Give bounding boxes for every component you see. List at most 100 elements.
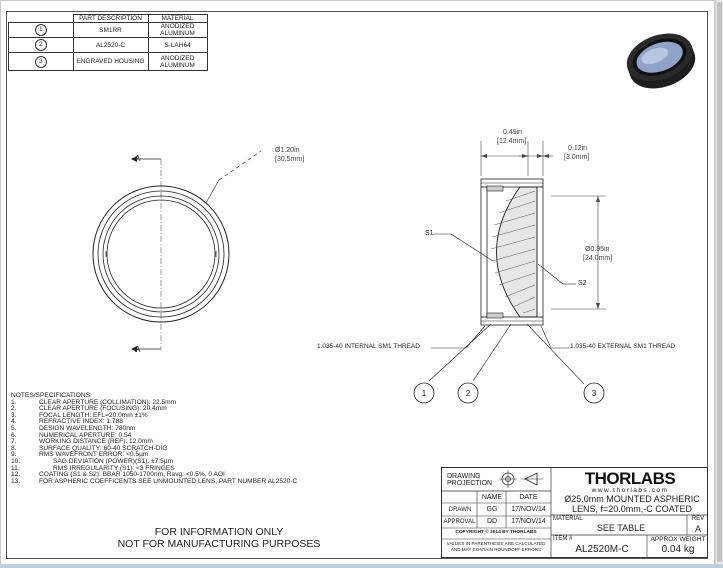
drawn-label: DRAWN [448,507,472,513]
note-number: 2. [11,405,17,413]
note-number: 7. [11,438,17,446]
note-item: 7. WORKING DISTANCE (REF): 12.0mm [11,439,297,446]
note-text: FOCAL LENGTH: EFL=20.0mm ±1% [39,411,148,419]
note-text: CLEAR APERTURE (COLLIMATION): 22.5mm [39,398,177,406]
parts-row-description: ENGRAVED HOUSING [72,52,149,71]
note-text: WORKING DISTANCE (REF): 12.0mm [39,438,153,446]
note-item: 1. CLEAR APERTURE (COLLIMATION): 22.5mm [11,398,297,407]
weight-label: APPROX WEIGHT [650,536,706,543]
balloon-2-leader [472,323,512,382]
title-block-text: DRAWING PROJECTION NAME DATE DRAWN GG 17… [441,467,709,559]
note-text: COATING (S1 & S2): BBAR 1050-1700nm, Rav… [39,471,225,479]
retaining-ring-outer [102,195,220,313]
note-item: 8.SURFACE QUALITY: 60-40 SCRATCH-DIG [11,444,297,453]
note-item: 13. FOR ASPHERIC COEFFICENTS SEE UNMOUNTE… [11,477,298,486]
parts-row-description: SM1RR [72,22,149,38]
product-render-image [626,33,696,89]
parts-header-material: MATERIAL [147,14,208,23]
parts-row-number: 1 [8,22,74,38]
note-text: RMS IRREGULARITY (S1): <3 FRINGES [53,464,175,472]
disclaimer-line-2: NOT FOR MANUFACTURING PURPOSES [117,538,321,550]
drawing-border [6,11,708,559]
retaining-ring-inner [106,199,216,309]
balloon-2 [457,382,479,404]
material-label: MATERIAL [553,516,583,522]
note-item: 11. RMS IRREGULARITY (S1): <3 FRINGES [11,464,297,473]
weight-value: 0.04 kg [661,544,695,555]
note-item: 2. CLEAR APERTURE (FOCUSING): 20.4mm [11,406,297,413]
note-number: 8. [11,444,17,452]
scrollbar-thumb[interactable] [717,2,722,562]
front-view: A A [92,150,262,354]
balloon-3 [583,382,605,404]
outer-ring [92,185,230,323]
balloon-1 [413,382,435,404]
approval-label: APPROVAL [443,519,476,525]
section-label-top: A [135,154,141,163]
company-url: www.thorlabs.com [591,487,669,494]
balloon-3-label: 3 [592,389,597,398]
parts-row-material: ANODIZED ALUMINUM [147,52,208,71]
vertical-scrollbar[interactable] [715,0,723,568]
note-number: 11. [11,464,20,472]
note-number: 12. [11,471,21,479]
internal-thread-callout: 1.035-40 INTERNAL SM1 THREAD [317,343,420,350]
external-thread-callout: 1.035-40 EXTERNAL SM1 THREAD [570,343,676,350]
balloon-3-leader [526,323,585,385]
balloon-1-leader [428,323,492,382]
values-note: VALUES IN PARENTHESIS ARE CALCULATED AND… [446,541,546,552]
balloon-1-label: 1 [422,389,427,398]
parts-row-material: S-LAH64 [147,37,208,53]
parts-table: PART DESCRIPTION MATERIAL 1 SM1RR ANODIZ… [8,14,208,71]
rev-label: REV [691,516,705,522]
note-number: 13. [11,477,21,485]
note-text: RMS WAVEFRONT ERROR: <0.5µm [39,451,149,459]
note-item: 4.REFRACTIVE INDEX: 1.788 [11,419,297,426]
notes-heading: NOTES/SPECIFICATIONS: [11,392,92,399]
parts-row-description: AL2520-C [72,37,149,53]
drawing-projection-label: DRAWING PROJECTION [447,473,493,487]
balloon-2-label: 2 [466,389,471,398]
section-label-bottom: A [135,345,141,354]
note-number: 1. [11,398,17,406]
note-number: 5. [11,424,17,432]
approval-name: DD [486,518,498,525]
note-text: NUMERICAL APERTURE: 0.54 [39,431,132,439]
note-text: CLEAR APERTURE (FOCUSING): 20.4mm [39,405,167,413]
lens-housing-section [480,178,544,326]
note-item: 9.RMS WAVEFRONT ERROR: <0.5µm [11,452,297,459]
window-bottom-edge [0,564,723,568]
note-item: 6. NUMERICAL APERTURE: 0.54 [11,431,297,440]
notes-specifications: NOTES/SPECIFICATIONS: 1. CLEAR APERTURE (… [11,392,298,486]
rev-value: A [694,524,701,534]
note-text: FOR ASPHERIC COEFFICENTS SEE UNMOUNTED L… [39,477,298,485]
note-text: DESIGN WAVELENGTH: 780nm [39,424,136,432]
parts-row-number: 3 [8,52,74,71]
drawn-name: GG [486,506,498,513]
section-view: 1 2 3 [413,141,606,404]
note-item: 3.FOCAL LENGTH: EFL=20.0mm ±1% [11,411,297,420]
thorlabs-logo: THORLABS [584,469,676,488]
item-number-label: ITEM # [553,536,573,542]
s2-label: S2 [578,280,587,287]
diameter-leader [205,179,220,204]
thread-ring [97,190,225,318]
item-number-value: AL2520M-C [575,544,629,555]
material-value: SEE TABLE [596,523,646,533]
note-item: 5. DESIGN WAVELENGTH: 780nm [11,424,297,433]
note-item: 12. COATING (S1 & S2): BBAR 1050-1700nm, … [11,472,297,479]
parts-header-description: PART DESCRIPTION [72,14,149,23]
note-number: 6. [11,431,17,439]
note-number: 4. [11,418,17,426]
projection-symbol [499,470,543,488]
copyright-text: COPYRIGHT © 2014 BY THORLABS [455,530,537,535]
approval-date: 17/NOV/14 [511,518,546,525]
parts-row-material: ANODIZED ALUMINUM [147,22,208,38]
drawn-date: 17/NOV/14 [511,506,546,513]
s1-label: S1 [425,230,434,237]
name-header: NAME [481,494,503,501]
note-item: 10.SAG DEVIATION (POWER)(S1): ±7.5µm [11,458,297,466]
title-block [441,467,708,558]
